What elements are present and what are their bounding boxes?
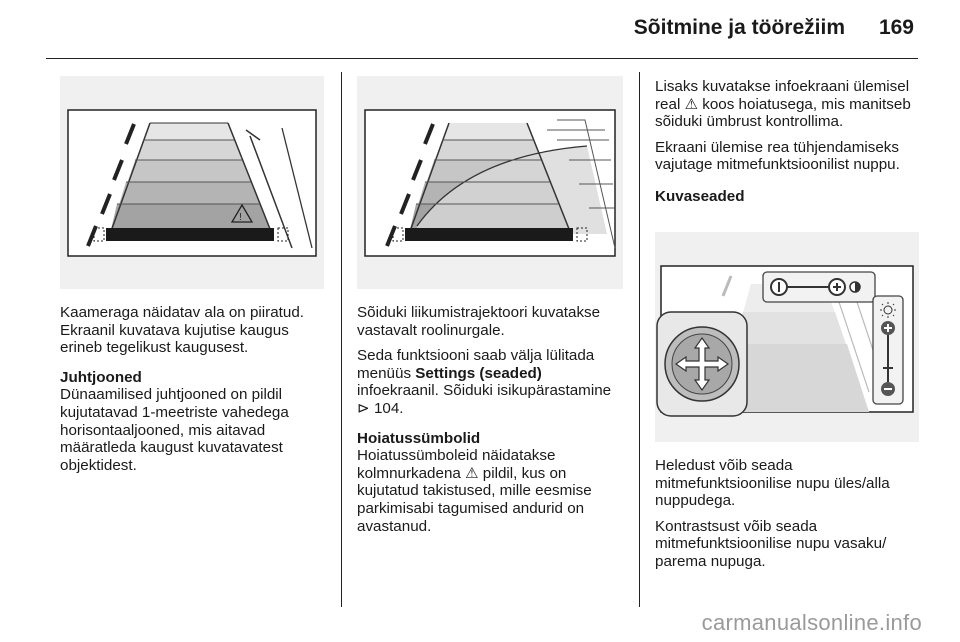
body-paragraph: Ekraani ülemise rea tühjendamiseks vajut… [655, 138, 900, 174]
column-3-lower: Heledust võib seada mitmefunktsioonilise… [655, 457, 925, 579]
figure-caption: Kaameraga näidatav ala on piiratud. Ekra… [60, 304, 305, 357]
page-title: Sõitmine ja töörežiim [633, 16, 845, 39]
column-1: Kaameraga näidatav ala on piiratud. Ekra… [60, 304, 330, 482]
header-rule [46, 58, 918, 59]
body-paragraph: Kontrastsust võib seada mitmefunktsiooni… [655, 517, 887, 570]
figure-display-settings [655, 232, 919, 442]
page-reference: 104. [373, 399, 404, 417]
watermark: carmanualsonline.info [701, 610, 922, 635]
body-paragraph: Seda funktsiooni saab välja lülitada men… [357, 347, 612, 417]
body-paragraph: Heledust võib seada mitmefunktsioonilise… [655, 457, 890, 510]
section-heading: Hoiatussümbolid [357, 429, 481, 447]
warning-triangle-icon: ⚠ [465, 464, 479, 482]
column-3: Lisaks kuvatakse infoekraani ülemisel re… [655, 78, 925, 206]
figure-camera-guidelines: ! [60, 76, 324, 289]
body-paragraph: Dünaamilised juhtjooned on pildil kujuta… [60, 386, 289, 474]
page-number: 169 [878, 16, 914, 39]
arrow-ref-icon: ⊳ [357, 399, 370, 417]
section-heading: Juhtjooned [60, 368, 142, 386]
warning-triangle-icon: ⚠ [684, 95, 699, 113]
column-2: Sõiduki liikumistrajektoori kuvatakse va… [357, 304, 627, 543]
figure-trajectory [357, 76, 623, 289]
settings-menu-name: Settings (seaded) [415, 364, 542, 382]
column-divider [341, 72, 342, 607]
column-divider [639, 72, 640, 607]
section-heading: Kuvaseaded [655, 187, 745, 205]
figure-caption: Sõiduki liikumistrajektoori kuvatakse va… [357, 304, 601, 339]
page-header: Sõitmine ja töörežiim 169 [0, 0, 960, 59]
body-paragraph: Lisaks kuvatakse infoekraani ülemisel re… [655, 78, 911, 131]
body-paragraph: Hoiatussümboleid näidatakse kolmnurkaden… [357, 447, 592, 535]
svg-text:!: ! [239, 212, 242, 223]
